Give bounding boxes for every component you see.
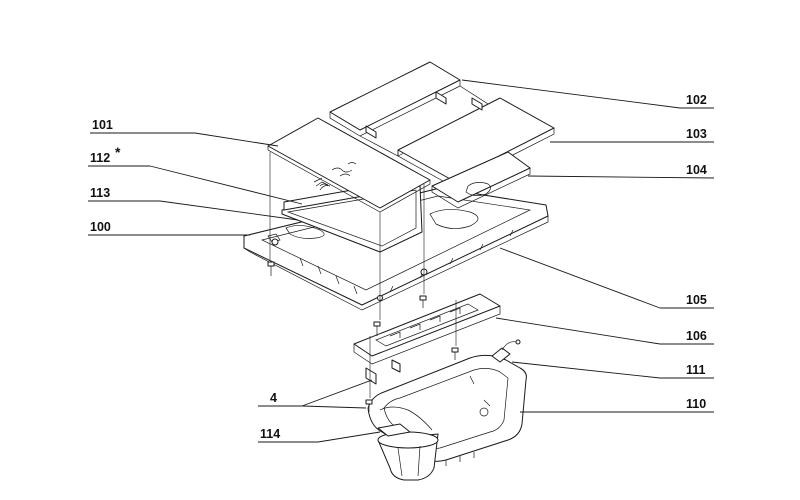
callout-101: 101 [90,118,279,147]
label-106: 106 [686,329,707,343]
label-103: 103 [686,127,707,141]
label-4: 4 [270,391,277,405]
assembly-guides [269,152,457,398]
bracket-part-106 [353,293,501,385]
label-111: 111 [686,363,706,377]
label-114: 114 [260,427,280,441]
label-100: 100 [90,220,111,234]
callout-102: 102 [461,79,714,109]
screws-part-4 [267,261,459,412]
label-102: 102 [686,93,707,107]
lid-part-104 [431,151,531,209]
callout-110: 110 [520,397,714,413]
callout-113: 113 [88,186,299,221]
callout-106: 106 [495,317,714,345]
label-113: 113 [90,186,110,200]
callout-4: 4 [258,379,373,409]
label-112-asterisk: * [115,144,121,160]
callout-103: 103 [550,127,714,143]
callout-111: 111 [511,361,714,379]
callout-105: 105 [499,247,714,309]
callout-114: 114 [258,427,381,443]
label-104: 104 [686,163,707,177]
label-110: 110 [686,397,706,411]
label-105: 105 [686,293,707,307]
callout-104: 104 [527,163,715,179]
float-part-114 [377,423,439,481]
sensor-part-111 [491,339,521,363]
label-101: 101 [92,118,113,132]
callout-100: 100 [88,220,250,236]
lid-part-103 [397,97,555,187]
callout-112: 112 * [88,144,303,205]
label-112: 112 [90,151,110,165]
